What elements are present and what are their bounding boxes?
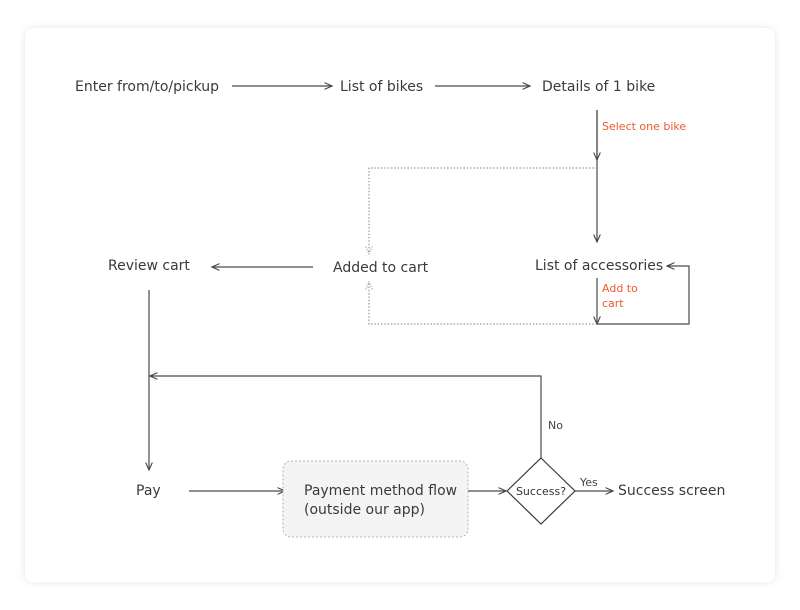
payment-flow-box xyxy=(282,460,469,538)
edge-accessories-loop xyxy=(597,266,690,325)
edge-label-yes: Yes xyxy=(579,476,598,489)
node-added-to-cart: Added to cart xyxy=(333,260,429,276)
node-success-screen: Success screen xyxy=(618,483,725,499)
node-details-bike: Details of 1 bike xyxy=(542,79,655,95)
node-list-bikes: List of bikes xyxy=(340,79,423,95)
edge-select-to-added-cart-dotted xyxy=(369,167,597,254)
node-list-accessories: List of accessories xyxy=(535,258,663,274)
node-pay: Pay xyxy=(136,483,161,499)
edge-add-cart-to-added-cart-dotted xyxy=(369,282,597,325)
edge-label-no: No xyxy=(548,419,563,432)
node-payment-flow-line1: Payment method flow xyxy=(304,483,457,499)
annotation-add-to-cart-line2: cart xyxy=(602,297,624,310)
node-review-cart: Review cart xyxy=(108,258,190,274)
decision-diamond xyxy=(506,457,576,525)
edge-decision-no xyxy=(150,376,542,458)
annotation-select-one-bike: Select one bike xyxy=(602,120,686,133)
node-decision: Success? xyxy=(516,485,566,498)
annotation-add-to-cart-line1: Add to xyxy=(602,282,638,295)
node-enter: Enter from/to/pickup xyxy=(75,79,219,95)
node-payment-flow-line2: (outside our app) xyxy=(304,502,425,518)
